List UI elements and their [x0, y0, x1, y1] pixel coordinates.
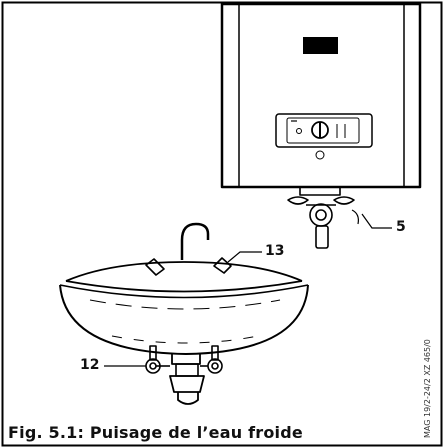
heater-outlet-valves: [287, 187, 359, 249]
control-panel: [275, 113, 373, 160]
right-tap-icon: [213, 257, 232, 274]
washbasin: [59, 222, 309, 405]
faucet-spout-icon: [180, 222, 210, 260]
callout-label-5: 5: [396, 219, 406, 235]
callout-13-leader: [227, 251, 262, 263]
left-tap-icon: [145, 258, 165, 276]
display-window: [303, 37, 338, 54]
document-reference: MAG 19/2-24/2 XZ 465/0: [423, 339, 432, 438]
water-heater: [220, 2, 422, 249]
figure-caption: Fig. 5.1: Puisage de l’eau froide: [8, 423, 303, 442]
callout-label-12: 12: [80, 357, 100, 373]
callout-5-leader: [361, 213, 392, 229]
callout-label-13: 13: [265, 243, 285, 259]
angle-valves: [145, 345, 223, 374]
